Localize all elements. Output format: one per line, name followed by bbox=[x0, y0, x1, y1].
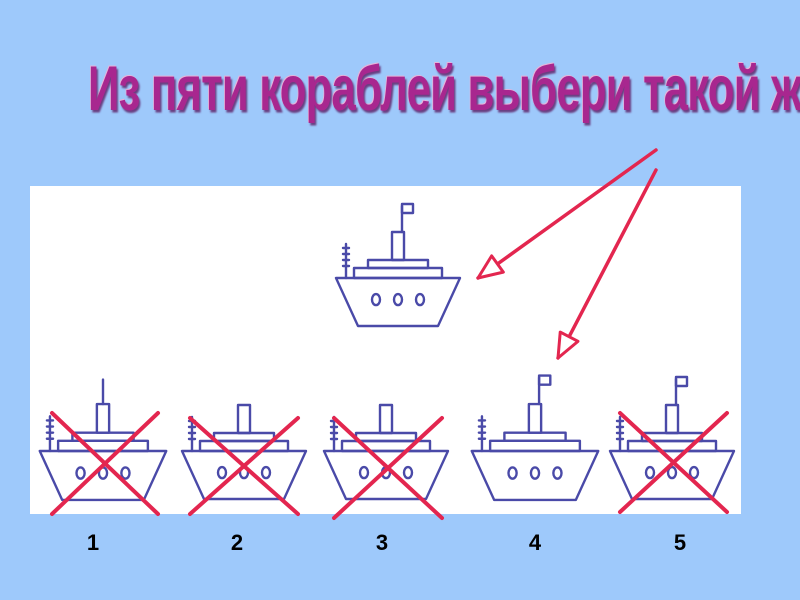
arrows-layer bbox=[476, 148, 658, 360]
arrow-to-ship-4 bbox=[556, 168, 658, 360]
ships-layer bbox=[38, 202, 736, 502]
ship-number-1: 1 bbox=[86, 530, 100, 555]
picture-panel bbox=[30, 186, 741, 514]
slide-title: Из пяти кораблей выбери такой же bbox=[88, 53, 800, 124]
crosses-layer bbox=[50, 411, 729, 520]
ship-number-4: 4 bbox=[528, 530, 542, 555]
ship-option-1 bbox=[38, 378, 168, 502]
cross-mark-5 bbox=[618, 411, 729, 514]
arrow-to-reference-ship bbox=[476, 148, 658, 280]
ship-option-4 bbox=[470, 374, 600, 502]
ship-option-2 bbox=[180, 403, 308, 501]
cross-mark-3 bbox=[332, 416, 444, 520]
reference-ship bbox=[334, 202, 462, 328]
ship-option-3 bbox=[322, 403, 450, 501]
ship-option-5 bbox=[608, 375, 736, 501]
ship-number-2: 2 bbox=[230, 530, 244, 555]
cross-mark-1 bbox=[50, 411, 160, 516]
ship-number-5: 5 bbox=[673, 530, 687, 555]
cross-mark-2 bbox=[188, 416, 300, 516]
ship-number-3: 3 bbox=[375, 530, 389, 555]
